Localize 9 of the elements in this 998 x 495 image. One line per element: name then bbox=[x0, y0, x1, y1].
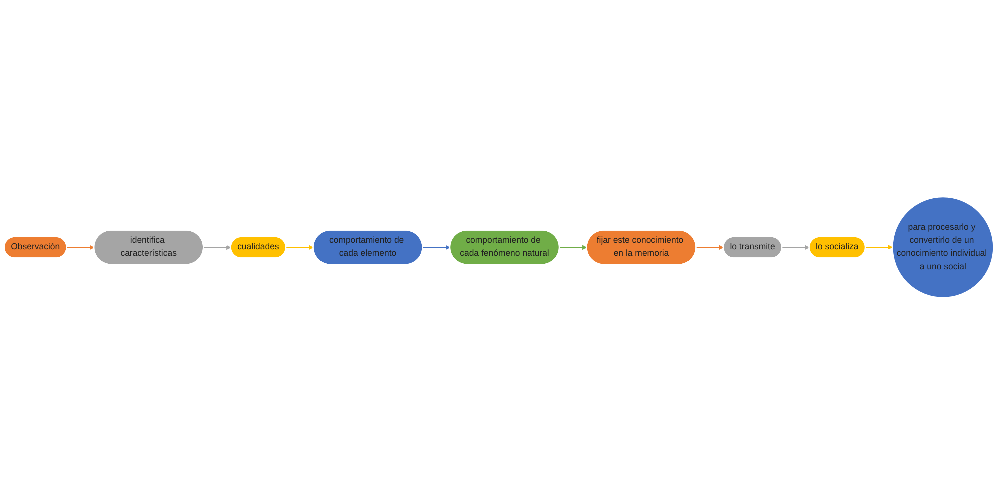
node-circle: para procesarlo y convertirlo de un conocimiento individual a uno social bbox=[892, 196, 994, 298]
arrow bbox=[204, 245, 232, 250]
arrow bbox=[286, 245, 314, 250]
arrow bbox=[866, 245, 893, 250]
arrow bbox=[423, 245, 450, 250]
arrow bbox=[696, 245, 724, 250]
arrow bbox=[560, 245, 588, 250]
arrow bbox=[782, 245, 810, 250]
arrow bbox=[67, 245, 95, 250]
